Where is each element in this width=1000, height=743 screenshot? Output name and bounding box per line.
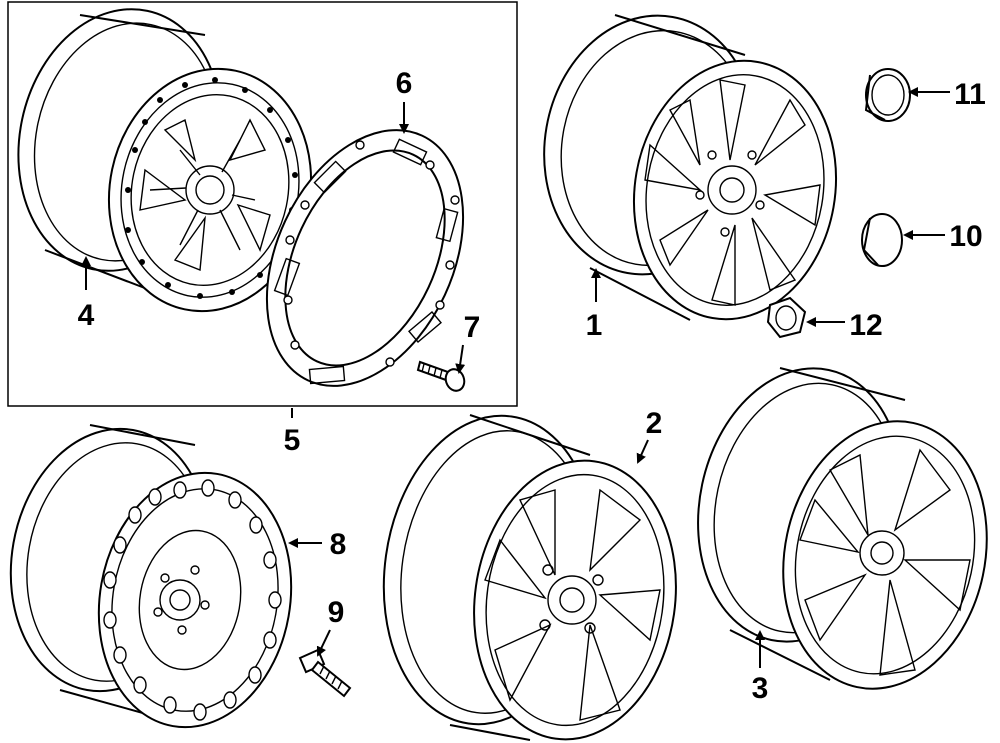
beadlock-ring-6[interactable] [228, 98, 502, 417]
wheel-stud-9[interactable] [298, 648, 352, 698]
callout-11: 11 [954, 78, 986, 111]
center-cap-11[interactable] [864, 68, 911, 122]
ring-bolt-7[interactable] [416, 360, 467, 393]
assembly-group-box [7, 1, 518, 407]
alloy-wheel-2[interactable] [364, 402, 693, 743]
callout-leaders [81, 87, 950, 668]
callout-3: 3 [752, 672, 769, 705]
callout-12: 12 [849, 309, 882, 342]
alloy-wheel-1[interactable] [524, 0, 856, 335]
callout-4: 4 [78, 299, 95, 332]
callout-10: 10 [949, 220, 982, 253]
steel-wheel-8[interactable] [0, 413, 311, 743]
callout-7: 7 [464, 311, 481, 344]
callout-5: 5 [284, 424, 301, 457]
callout-numbers: 4 6 5 7 1 11 10 12 2 3 8 9 [78, 67, 986, 705]
callout-6: 6 [396, 67, 413, 100]
callout-2: 2 [646, 407, 663, 440]
alloy-wheel-3[interactable] [673, 349, 1000, 708]
center-cap-10[interactable] [861, 213, 903, 267]
callout-9: 9 [328, 596, 345, 629]
callout-1: 1 [586, 309, 603, 342]
lug-nut-12[interactable] [766, 296, 807, 339]
callout-8: 8 [330, 528, 347, 561]
